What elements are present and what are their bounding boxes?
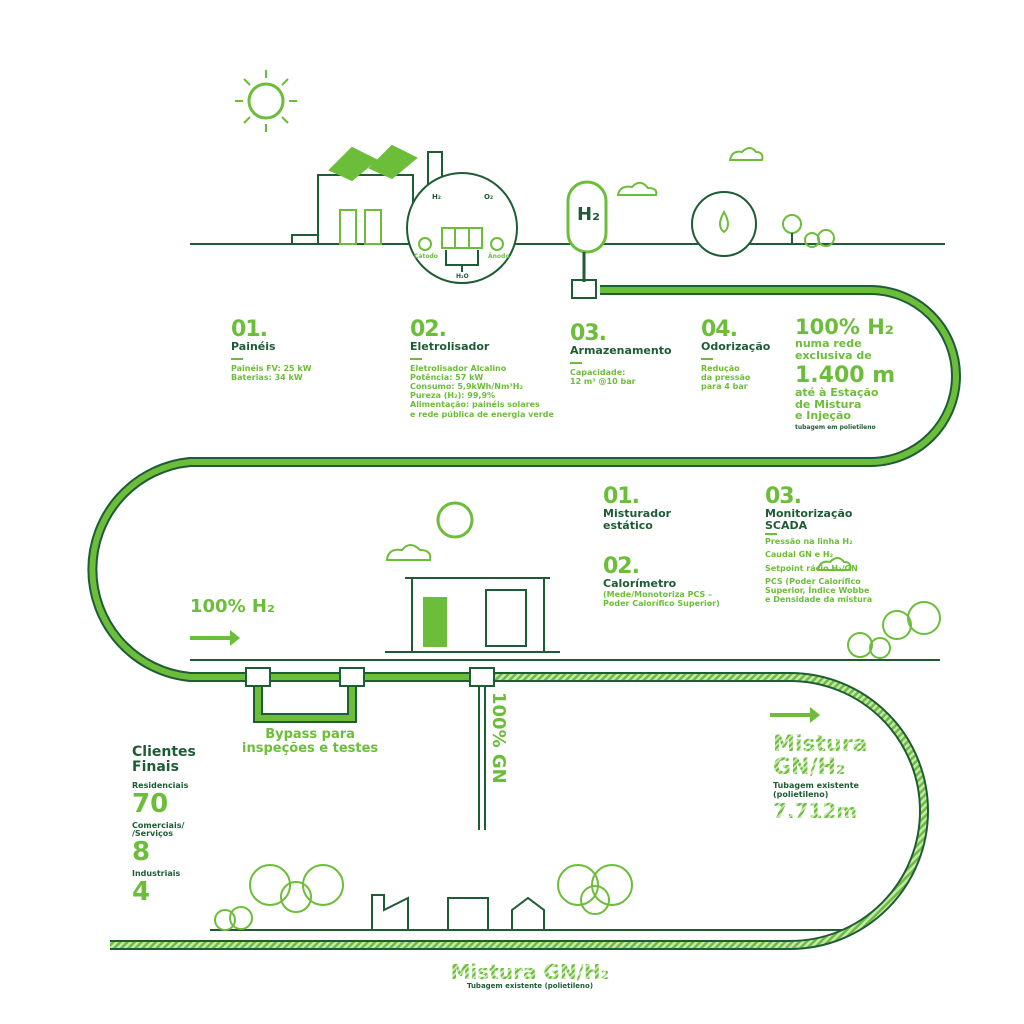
anode-label: Ânodo <box>488 253 510 260</box>
client-type: Industriais <box>132 869 181 879</box>
clients-title: Clientes <box>132 744 196 760</box>
step-title: Eletrolisador <box>410 340 490 354</box>
network-text: numa rede <box>795 337 862 351</box>
step-number: 02. <box>603 554 640 579</box>
step-number: 02. <box>410 317 447 342</box>
step-number: 03. <box>570 321 607 346</box>
step-detail: Baterias: 34 kW <box>231 372 303 382</box>
step-detail: 12 m³ @10 bar <box>570 376 636 386</box>
mixture-note: (polietileno) <box>773 789 829 799</box>
station-step-mixer: 01. Misturador estático <box>603 485 683 531</box>
water-input-label: H₂O <box>456 273 469 280</box>
step-detail: Pressão na linha H₂ <box>765 537 853 547</box>
step-detail: (Mede/Monotoriza PCS – <box>603 589 713 599</box>
step-detail: e rede pública de energia verde <box>410 409 554 419</box>
h2-inflow-label: 100% H₂ <box>190 596 275 617</box>
step-detail: Superior, Índice Wobbe <box>765 585 870 595</box>
hydrogen-tank-icon <box>566 180 608 282</box>
bypass-text: Bypass para <box>265 727 355 742</box>
step-odorization: 04. Odorização Redução da pressão para 4… <box>701 318 770 391</box>
station-step-calorimeter: 02. Calorímetro (Mede/Monotoriza PCS – P… <box>603 555 720 608</box>
flow-arrows <box>190 630 820 723</box>
step-detail: PCS (Poder Calorífico <box>765 576 861 586</box>
step-detail: Caudal GN e H₂ <box>765 550 834 560</box>
step-detail: Redução <box>701 363 740 373</box>
h2-output-label: H₂ <box>432 193 441 201</box>
step-detail: Poder Calorífico Superior) <box>603 598 720 608</box>
odorization-icon <box>691 191 757 257</box>
station-step-scada: 03. Monitorização SCADA Pressão na linha… <box>765 485 872 604</box>
gn-inflow-label: 100% GN <box>487 692 509 784</box>
step-detail: Eletrolisador Alcalino <box>410 363 507 373</box>
mixture-distance: 7.712m <box>773 800 867 822</box>
step-electrolyser: 02. Eletrolisador Eletrolisador Alcalino… <box>410 318 554 419</box>
step-detail: Potência: 57 kW <box>410 372 484 382</box>
mixing-station-icon <box>385 577 560 653</box>
tank-label: H₂ <box>577 204 600 225</box>
network-text: até à Estação <box>795 386 879 400</box>
step-number: 01. <box>231 317 268 342</box>
mixture-title: GN/H₂ <box>773 756 867 779</box>
step-detail: Setpoint rácio H₂/GN <box>765 563 858 573</box>
step-title: Misturador estático <box>603 507 672 532</box>
client-count: 8 <box>132 836 151 867</box>
end-clients: Clientes Finais Residenciais 70 Comercia… <box>132 745 202 906</box>
client-count: 70 <box>132 788 169 819</box>
network-note: tubagem em polietileno <box>795 423 876 431</box>
step-title: Odorização <box>701 340 771 354</box>
bypass-pipe <box>253 680 357 723</box>
step-detail: da pressão <box>701 372 751 382</box>
step-panels: 01. Painéis Painéis FV: 25 kW Baterias: … <box>231 318 312 382</box>
step-detail: para 4 bar <box>701 382 748 392</box>
bypass-label: Bypass para inspeções e testes <box>242 728 378 755</box>
cathode-label: Cátodo <box>414 253 438 260</box>
step-storage: 03. Armazenamento Capacidade: 12 m³ @10 … <box>570 322 672 386</box>
sun-icon <box>235 70 297 132</box>
step-number: 03. <box>765 484 802 509</box>
step-title: Armazenamento <box>570 344 672 358</box>
step-detail: Capacidade: <box>570 367 626 377</box>
sun-icon-station <box>436 501 474 539</box>
mixture-bottom-info: Mistura GN/H₂ Tubagem existente (polieti… <box>440 962 620 990</box>
mixture-title: Mistura GN/H₂ <box>440 962 620 983</box>
step-detail: e Densidade da mistura <box>765 595 873 605</box>
client-type: Residenciais <box>132 781 189 791</box>
tree-icons <box>214 214 941 931</box>
network-distance: 1.400 m <box>795 363 896 389</box>
mixture-note: Tubagem existente <box>773 781 859 791</box>
mixture-title: Mistura <box>773 732 868 757</box>
network-info: 100% H₂ numa rede exclusiva de 1.400 m a… <box>795 316 895 431</box>
network-headline: 100% H₂ <box>795 315 894 339</box>
client-type: Comerciais/ /Serviços <box>132 821 185 839</box>
step-number: 04. <box>701 317 738 342</box>
step-title: Monitorização SCADA <box>765 507 853 532</box>
step-detail: Painéis FV: 25 kW <box>231 363 312 373</box>
step-detail: Alimentação: painéis solares <box>410 400 540 410</box>
step-detail: Consumo: 5,9kWh/Nm³H₂ <box>410 382 524 392</box>
mixture-note: Tubagem existente (polietileno) <box>466 982 594 990</box>
network-text: de Mistura <box>795 397 862 411</box>
network-text: exclusiva de <box>795 348 872 362</box>
client-count: 4 <box>132 876 151 907</box>
o2-output-label: O₂ <box>484 193 494 201</box>
electrolyser-icon <box>406 172 518 284</box>
step-title: Calorímetro <box>603 577 677 591</box>
network-text: e Injeção <box>795 409 851 423</box>
step-number: 01. <box>603 484 640 509</box>
clients-title: Finais <box>132 758 179 775</box>
cloud-icons <box>385 147 852 571</box>
valves <box>245 279 597 687</box>
bypass-text: inspeções e testes <box>242 740 379 756</box>
town-buildings-icon <box>371 894 545 931</box>
step-detail: Pureza (H₂): 99,9% <box>410 391 496 401</box>
step-title: Painéis <box>231 340 276 354</box>
mixture-right-info: Mistura GN/H₂ Tubagem existente (polieti… <box>773 733 867 822</box>
solar-factory-icon <box>291 144 443 245</box>
